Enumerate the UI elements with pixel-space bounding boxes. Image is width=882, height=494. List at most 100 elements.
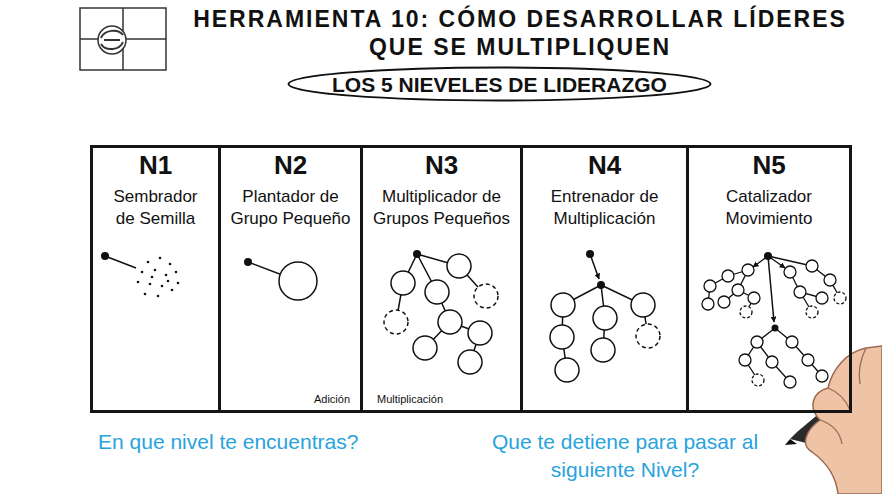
level-number: N1 (139, 150, 172, 180)
seed-dot (159, 257, 162, 260)
group-circles (550, 293, 660, 382)
seed-dot (141, 271, 144, 274)
leader-dot (586, 250, 594, 258)
marker-tip (785, 439, 797, 445)
group-circle (631, 293, 655, 317)
growth-type: Adición (314, 393, 350, 406)
finger-lines (820, 348, 866, 444)
seed-dot (137, 281, 140, 284)
group-circle (806, 260, 818, 272)
seed-dot (171, 289, 174, 292)
group-circle (786, 336, 798, 348)
level-name: Catalizador Movimiento (708, 186, 830, 230)
tree-links (708, 256, 840, 382)
new-group-circle (636, 324, 660, 348)
seed-dot (149, 283, 152, 286)
level-panel: N4Entrenador de Multiplicación (520, 145, 689, 413)
leader-dot (772, 325, 779, 332)
growth-type: Multiplicación (377, 393, 443, 406)
level-name: Entrenador de Multiplicación (530, 186, 680, 230)
leader-dot (101, 252, 109, 260)
seed-dot (147, 261, 150, 264)
seed-dot (169, 263, 172, 266)
leader-dot (597, 281, 605, 289)
new-group-circle (834, 292, 846, 304)
new-group-circle (806, 306, 818, 318)
group-circle (742, 264, 754, 276)
level-name: Multiplicador de Grupos Pequeños (367, 186, 517, 230)
seed-dots (137, 257, 180, 298)
level-banner: LOS 5 NIEVELES DE LIDERAZGO (287, 66, 712, 102)
group-circle (425, 280, 449, 304)
leader-dot (764, 252, 772, 260)
group-circle (593, 306, 617, 330)
group-circle (279, 262, 317, 300)
level-panel: N3Multiplicador de Grupos PequeñosMultip… (360, 145, 523, 413)
new-group-circle (740, 306, 752, 318)
level-name: Sembrador de Semilla (104, 186, 208, 230)
group-circle (824, 274, 836, 286)
leader-dot (244, 258, 252, 266)
group-circle (447, 254, 471, 278)
group-circle (732, 284, 744, 296)
group-circle (802, 354, 814, 366)
group-circle (704, 280, 716, 292)
leader-dot (413, 250, 421, 258)
logo-frame (80, 8, 166, 70)
group-circle (784, 376, 796, 388)
seed-dot (165, 274, 168, 277)
seed-dot (175, 271, 178, 274)
level-panel: N5Catalizador Movimiento (686, 145, 852, 413)
question-text: En que nivel te encuentras? (98, 428, 428, 456)
group-circle (766, 356, 778, 368)
seed-dot (144, 293, 147, 296)
catalyst-arrow (768, 256, 774, 322)
group-circle (816, 292, 828, 304)
level-panel: N1Sembrador de Semilla (90, 145, 221, 413)
group-circle (468, 321, 492, 345)
level-number: N4 (588, 150, 621, 180)
seed-dot (177, 282, 180, 285)
seed-dot (151, 276, 154, 279)
level-name: Plantador de Grupo Pequeño (225, 186, 357, 230)
group-circle (739, 354, 751, 366)
level-number: N2 (274, 150, 307, 180)
hand-illustration (806, 346, 882, 494)
seed-dot (157, 295, 160, 298)
logo-circle (98, 26, 126, 54)
seed-dot (161, 285, 164, 288)
group-circle (550, 325, 574, 349)
seed-dot (154, 269, 157, 272)
new-group-circle (752, 374, 764, 386)
tree-links (396, 254, 486, 362)
group-circle (702, 298, 714, 310)
logo-swirl (101, 31, 123, 49)
group-circle (748, 292, 760, 304)
group-circle (413, 336, 437, 360)
level-panel: N2Plantador de Grupo PequeñoAdición (218, 145, 363, 413)
group-circle (718, 296, 730, 308)
question-text: Que te detiene para pasar al siguiente N… (460, 428, 790, 484)
sower-line (105, 256, 136, 268)
new-group-circle (474, 284, 498, 308)
group-circles (384, 254, 498, 374)
oval-shape (289, 68, 711, 101)
group-circle (555, 358, 579, 382)
banner-title: LOS 5 NIEVELES DE LIDERAZGO (332, 71, 667, 97)
group-circle (794, 286, 806, 298)
group-circle (458, 350, 482, 374)
seed-dot (167, 280, 170, 283)
group-circle (551, 293, 575, 317)
group-circles (702, 260, 846, 388)
group-circle (391, 271, 415, 295)
group-circle (816, 370, 828, 382)
group-circle (438, 310, 462, 334)
level-number: N3 (425, 150, 458, 180)
group-circle (751, 336, 763, 348)
new-group-circle (384, 310, 408, 334)
group-circle (784, 266, 796, 278)
group-circle (722, 270, 734, 282)
group-circle (591, 338, 615, 362)
page-title: HERRAMIENTA 10: CÓMO DESARROLLAR LÍDERES… (175, 5, 865, 61)
